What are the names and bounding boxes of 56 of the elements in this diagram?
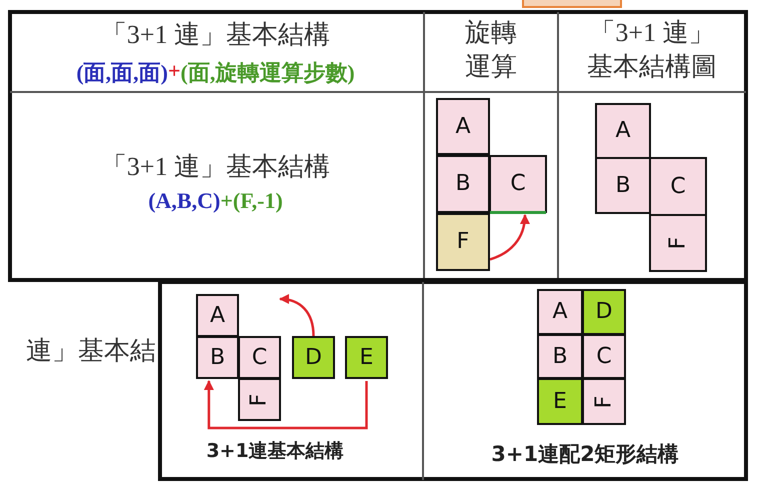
header-text: 「3+1 連」基本結構 bbox=[100, 19, 332, 51]
formula-text: (A,B,C) bbox=[148, 188, 220, 214]
row-heading: 「3+1 連」基本結構 bbox=[100, 151, 332, 183]
face-square bbox=[649, 214, 707, 272]
cropped-text: 連」基本結 bbox=[25, 335, 156, 367]
face-square bbox=[292, 336, 335, 379]
face-letter: E bbox=[360, 346, 374, 368]
face-square bbox=[582, 334, 626, 379]
formula-text: (面,旋轉運算步數) bbox=[180, 59, 355, 87]
curved-arrow bbox=[490, 214, 530, 261]
caption-text: 3+1連配2矩形結構 bbox=[490, 441, 680, 468]
caption-text: 3+1連基本結構 bbox=[205, 439, 345, 464]
face-square bbox=[537, 378, 583, 425]
face-letter: A bbox=[455, 116, 471, 138]
face-letter: E bbox=[553, 390, 567, 412]
plus-sign: + bbox=[220, 188, 233, 214]
face-letter: F bbox=[667, 236, 689, 250]
face-square bbox=[436, 98, 490, 155]
curved-arrow bbox=[204, 380, 368, 430]
face-letter: A bbox=[210, 304, 226, 326]
curved-arrow bbox=[279, 294, 315, 336]
face-letter: C bbox=[510, 173, 526, 195]
face-letter: B bbox=[455, 173, 471, 195]
face-square bbox=[436, 213, 490, 271]
face-letter: D bbox=[305, 346, 322, 368]
face-letter: A bbox=[552, 301, 568, 323]
formula-text: (面,面,面) bbox=[76, 59, 168, 87]
face-square bbox=[537, 334, 583, 379]
face-square bbox=[489, 155, 547, 213]
formula-text: (F,-1) bbox=[232, 188, 283, 214]
face-square bbox=[238, 378, 281, 421]
face-letter: D bbox=[596, 301, 612, 323]
face-square bbox=[595, 103, 651, 159]
face-square bbox=[436, 155, 490, 213]
face-square bbox=[595, 157, 651, 214]
face-letter: F bbox=[593, 395, 615, 408]
face-square bbox=[649, 157, 707, 216]
header-text: 「3+1 連」基本結構圖 bbox=[586, 17, 718, 83]
face-square bbox=[196, 294, 239, 337]
face-letter: B bbox=[552, 346, 568, 368]
face-letter: F bbox=[248, 393, 270, 406]
face-letter: A bbox=[615, 120, 631, 142]
face-square bbox=[196, 336, 239, 379]
face-letter: C bbox=[596, 346, 612, 368]
face-letter: B bbox=[615, 174, 631, 196]
face-letter: C bbox=[670, 176, 686, 198]
face-letter: B bbox=[210, 346, 226, 368]
face-letter: F bbox=[456, 231, 470, 253]
header-text: 旋轉運算 bbox=[464, 17, 518, 83]
face-letter: C bbox=[252, 346, 268, 368]
face-square bbox=[345, 336, 388, 379]
face-square bbox=[238, 336, 281, 379]
face-square bbox=[582, 289, 626, 335]
face-square bbox=[582, 378, 626, 425]
plus-sign: + bbox=[168, 58, 181, 85]
face-square bbox=[537, 289, 583, 335]
